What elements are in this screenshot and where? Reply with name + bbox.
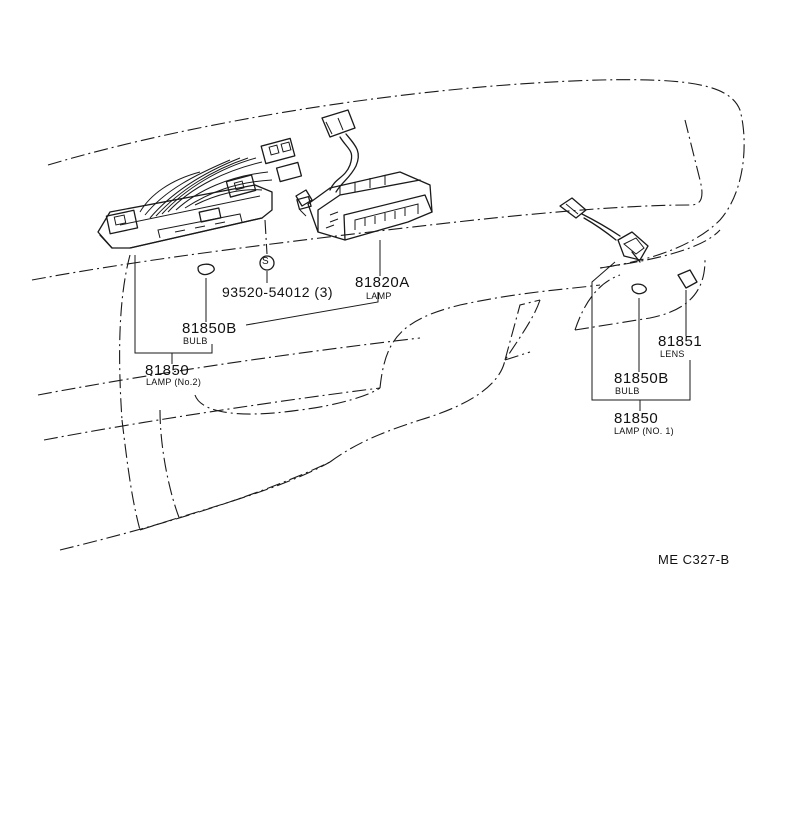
screw-part-number: 93520-54012 (3): [222, 284, 334, 300]
left-bulb-drawing: [197, 263, 215, 276]
lamp-no2-desc: LAMP (No.2): [146, 377, 202, 387]
left-bulb-desc: BULB: [183, 336, 208, 346]
leader-lines: [134, 219, 691, 411]
diagram-code: ME C327-B: [658, 552, 730, 567]
left-lamp-housing: [97, 137, 313, 249]
lamp-81820a-part-number: 81820A: [355, 274, 410, 291]
screw-symbol-label: S: [262, 256, 270, 267]
lens-part-number: 81851: [658, 333, 703, 350]
right-bulb-desc: BULB: [615, 386, 640, 396]
lamp-no1-part-number: 81850: [614, 410, 659, 427]
lens-desc: LENS: [660, 349, 685, 359]
right-bulb-part-number: 81850B: [614, 370, 669, 387]
screw-symbol: [259, 255, 275, 271]
right-lamp-no1: [559, 197, 698, 295]
left-bulb-part-number: 81850B: [182, 320, 237, 337]
center-lamp-81820a: [296, 109, 433, 241]
lamp-81820a-desc: LAMP: [366, 291, 392, 301]
dashboard-outline: [31, 79, 745, 551]
lamp-no2-part-number: 81850: [145, 362, 190, 379]
lamp-no1-desc: LAMP (NO. 1): [614, 426, 674, 436]
